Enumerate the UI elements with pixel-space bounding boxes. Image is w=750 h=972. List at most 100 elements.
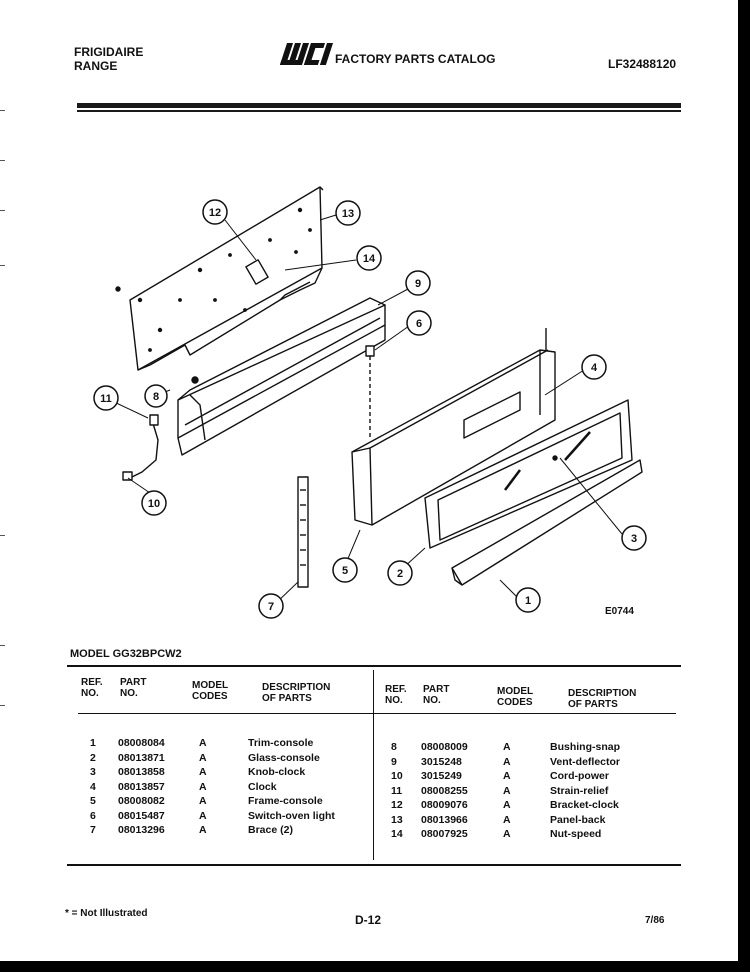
callout-label: 3 (631, 533, 637, 545)
brace-drawing (297, 476, 309, 588)
part-number-cell: 08009076 (421, 799, 468, 811)
scan-mark (0, 645, 5, 646)
description-cell: Glass-console (248, 751, 320, 764)
callout-label: 14 (363, 253, 376, 265)
model-code-cell: A (199, 780, 207, 793)
description-cell: Bracket-clock (550, 799, 619, 811)
callout-13 (335, 200, 361, 226)
scan-mark (0, 265, 5, 266)
panel-back-drawing (115, 186, 324, 371)
part-number-cell: 08015487 (118, 809, 165, 822)
model-code-cell: A (503, 828, 511, 840)
model-code-cell: A (199, 737, 207, 749)
part-number-cell: 08013966 (421, 813, 468, 826)
catalog-title: FACTORY PARTS CATALOG (335, 52, 496, 66)
ref-cell: 12 (391, 799, 403, 811)
model-code-cell: A (199, 809, 207, 822)
part-number-cell: 08008255 (421, 784, 468, 797)
callout-8 (144, 384, 168, 408)
callout-2 (387, 560, 413, 586)
scan-mark (0, 110, 5, 111)
cord-drawing (122, 414, 159, 481)
part-number-cell: 08013858 (118, 766, 165, 778)
callout-label: 5 (342, 565, 348, 577)
scan-mark (0, 210, 5, 211)
part-number-cell: 08008009 (421, 741, 468, 753)
ref-cell: 9 (391, 755, 397, 768)
description-cell: Switch-oven light (248, 809, 335, 822)
ref-cell: 4 (90, 780, 96, 793)
model-code-cell: A (199, 751, 207, 764)
catalog-page: FRIGIDAIRE RANGE FACTORY PARTS CATALOG L… (0, 0, 738, 961)
part-number-cell: 08008082 (118, 795, 165, 807)
header-model-codes: MODEL CODES (192, 680, 229, 702)
callout-14 (356, 245, 382, 271)
description-cell: Vent-deflector (550, 755, 621, 768)
ref-cell: 6 (90, 809, 96, 822)
model-code-cell: A (199, 795, 207, 807)
scan-mark (0, 535, 5, 536)
part-number-cell: 08013296 (118, 824, 165, 836)
header-description: DESCRIPTION OF PARTS (568, 688, 637, 710)
model-code-cell: A (503, 741, 511, 753)
part-number-cell: 3015248 (421, 755, 462, 768)
callout-label: 13 (342, 208, 354, 220)
part-number-cell: 08007925 (421, 828, 468, 840)
model-code-cell: A (503, 770, 511, 782)
revision-date: 7/86 (645, 915, 665, 926)
callout-4 (581, 354, 607, 380)
table-top-rule (67, 665, 681, 667)
ref-cell: 8 (391, 741, 397, 753)
header-ref-no: REF. NO. (385, 684, 407, 706)
header-model-codes: MODEL CODES (497, 686, 534, 708)
ref-cell: 5 (90, 795, 96, 807)
model-code-cell: A (503, 784, 511, 797)
part-number-cell: 08013871 (118, 751, 165, 764)
description-cell: Knob-clock (248, 766, 306, 778)
description-cell: Strain-relief (550, 784, 609, 797)
part-number-cell: 08013857 (118, 780, 165, 793)
exploded-parts-diagram: 12 13 14 9 6 8 11 10 4 3 1 2 5 7 (93, 186, 647, 619)
footnote: * = Not Illustrated (65, 908, 148, 919)
callout-label: 8 (153, 391, 159, 403)
model-label: MODEL GG32BPCW2 (70, 648, 182, 660)
description-cell: Panel-back (550, 813, 606, 826)
header-part-no: PART NO. (423, 684, 450, 706)
model-code-cell: A (503, 813, 511, 826)
ref-cell: 13 (391, 813, 403, 826)
vent-deflector-drawing (177, 297, 386, 456)
diagram-code: E0744 (605, 606, 634, 617)
brand-name: FRIGIDAIRE (74, 45, 144, 59)
document-number: LF32488120 (608, 57, 677, 71)
header-rule (77, 103, 681, 108)
callout-label: 1 (525, 595, 531, 607)
callout-label: 9 (415, 278, 421, 290)
callout-12 (202, 199, 228, 225)
trim-console-drawing (451, 459, 643, 586)
table-bottom-rule (67, 864, 681, 866)
part-number-cell: 3015249 (421, 770, 462, 782)
header-part-no: PART NO. (120, 677, 147, 699)
description-cell: Bushing-snap (550, 741, 620, 753)
callout-label: 4 (591, 362, 598, 374)
description-cell: Frame-console (248, 795, 323, 807)
table-header-rule (78, 713, 676, 714)
callout-label: 2 (397, 568, 403, 580)
callout-label: 12 (209, 207, 221, 219)
callout-label: 10 (148, 498, 160, 510)
callout-9 (405, 270, 431, 296)
product-type: RANGE (74, 59, 118, 73)
ref-cell: 14 (391, 828, 403, 840)
header-rule-thin (77, 110, 681, 112)
ref-cell: 11 (391, 784, 403, 797)
scan-mark (0, 705, 5, 706)
part-number-cell: 08008084 (118, 737, 165, 749)
page-number: D-12 (355, 913, 382, 927)
model-code-cell: A (199, 766, 207, 778)
callout-11 (93, 385, 119, 411)
callout-label: 11 (100, 393, 112, 405)
ref-cell: 7 (90, 824, 96, 836)
table-divider (373, 670, 374, 860)
frame-console-drawing (351, 328, 556, 526)
callout-1 (515, 587, 541, 613)
